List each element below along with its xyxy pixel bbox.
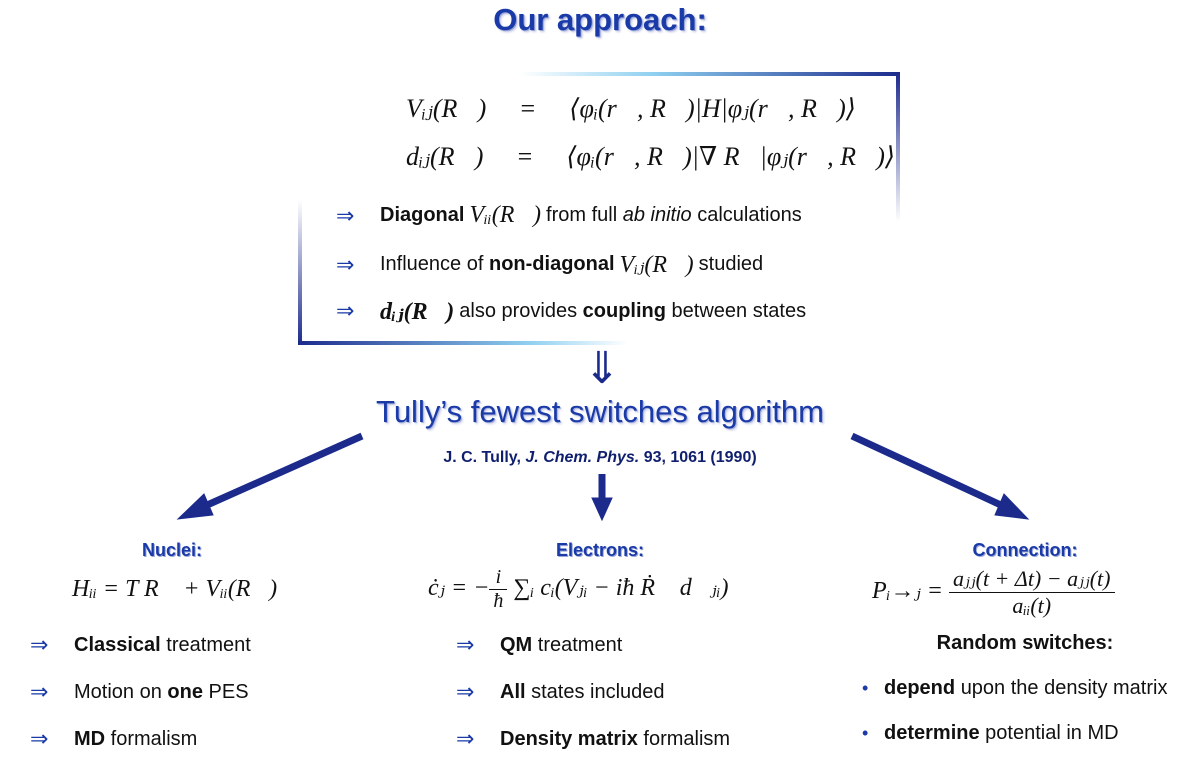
algorithm-title: Tully’s fewest switches algorithm — [376, 394, 824, 429]
bullet-dot-icon: • — [862, 723, 869, 743]
equation-d-eq: = — [517, 142, 533, 171]
connection-heading: Connection: — [972, 540, 1078, 560]
implies-icon: ⇒ — [336, 298, 355, 323]
connection-bullet: • depend upon the density matrix — [862, 677, 1168, 699]
implies-icon: ⇒ — [456, 679, 475, 704]
nuclei-bullet: ⇒ MD formalism — [30, 726, 198, 751]
approach-bullet-coupling: ⇒ dᵢⱼ(R⃗) also provides coupling between… — [336, 298, 807, 325]
frame-bottom-edge — [298, 341, 628, 345]
frame-left-edge — [298, 200, 302, 345]
nuclei-bullet: ⇒ Classical treatment — [30, 632, 251, 657]
equation-d: dᵢⱼ(R⃗) = ⟨φᵢ(r⃗, R⃗)|∇ R⃗|φⱼ(r⃗, R⃗)⟩ — [406, 142, 895, 172]
electrons-bullet: ⇒ Density matrix formalism — [456, 726, 731, 751]
double-down-arrow-icon: ⇓ — [583, 344, 621, 393]
slide-title: Our approach: — [493, 2, 707, 37]
implies-icon: ⇒ — [336, 251, 355, 277]
connection-bullet: • determine potential in MD — [862, 722, 1119, 744]
random-switches-heading: Random switches: — [936, 632, 1114, 654]
approach-bullet-diagonal: ⇒ Diagonal Vᵢᵢ(R⃗) from full ab initio c… — [336, 202, 802, 228]
implies-icon: ⇒ — [456, 726, 475, 751]
implies-icon: ⇒ — [30, 679, 49, 704]
equation-v-eq: = — [520, 94, 536, 123]
equation-v-lhs: Vᵢⱼ(R⃗) — [406, 94, 487, 123]
reference: J. C. Tully, J. Chem. Phys. 93, 1061 (19… — [443, 449, 757, 466]
math-dij: dᵢⱼ(R⃗) — [380, 299, 455, 325]
electrons-heading: Electrons: — [555, 540, 645, 560]
equation-v: Vᵢⱼ(R⃗) = ⟨φᵢ(r⃗, R⃗)|H|φⱼ(r⃗, R⃗)⟩ — [406, 94, 856, 124]
nuclei-bullet: ⇒ Motion on one PES — [30, 679, 249, 704]
implies-icon: ⇒ — [30, 726, 49, 751]
nuclei-heading: Nuclei: — [141, 540, 202, 560]
implies-icon: ⇒ — [30, 632, 49, 657]
arrow-to-connection — [850, 432, 1030, 520]
equation-d-lhs: dᵢⱼ(R⃗) — [406, 142, 484, 171]
approach-bullet-nondiagonal: ⇒ Influence of non-diagonal Vᵢⱼ(R⃗) stud… — [336, 251, 764, 279]
math-vij: Vᵢⱼ(R⃗) — [619, 252, 694, 278]
equation-d-rhs: ⟨φᵢ(r⃗, R⃗)|∇ R⃗|φⱼ(r⃗, R⃗)⟩ — [566, 142, 896, 171]
math-vii: Vᵢᵢ(R⃗) — [469, 202, 542, 228]
equation-v-rhs: ⟨φᵢ(r⃗, R⃗)|H|φⱼ(r⃗, R⃗)⟩ — [569, 94, 856, 123]
nuclei-formula: Hᵢᵢ = T R⃗ + Vᵢᵢ(R⃗) — [72, 576, 278, 602]
frame-right-edge — [896, 72, 900, 222]
bullet-dot-icon: • — [862, 678, 869, 698]
arrow-to-electrons — [591, 474, 613, 522]
electrons-bullet: ⇒ All states included — [456, 679, 665, 704]
electrons-bullet: ⇒ QM treatment — [456, 632, 623, 657]
arrow-to-nuclei — [176, 432, 364, 520]
connection-formula: Pᵢ→ⱼ = aⱼⱼ(t + Δt) − aⱼⱼ(t)aᵢᵢ(t) — [872, 566, 1115, 619]
frame-top-edge — [520, 72, 900, 76]
implies-icon: ⇒ — [336, 202, 355, 228]
implies-icon: ⇒ — [456, 632, 475, 657]
